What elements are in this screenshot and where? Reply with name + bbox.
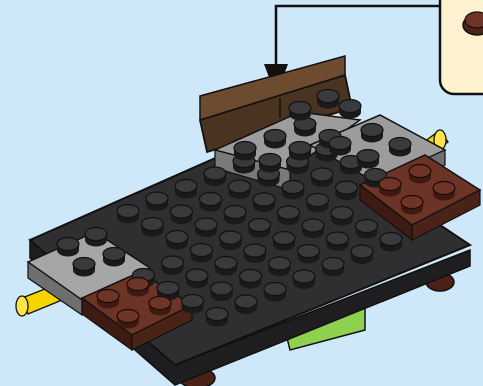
base-stud	[186, 269, 208, 288]
left-brown-stud	[97, 290, 119, 309]
base-stud	[273, 232, 295, 251]
base-stud	[356, 220, 378, 239]
left-gray-stud	[85, 228, 107, 247]
base-stud	[142, 218, 164, 237]
right-brown-stud	[401, 196, 423, 215]
base-stud	[191, 244, 213, 263]
upper-stud	[317, 90, 339, 109]
base-stud	[182, 295, 204, 314]
base-stud	[204, 167, 226, 186]
upper-stud	[289, 102, 311, 121]
base-stud	[249, 219, 271, 238]
right-gray-stud	[389, 138, 411, 157]
back-plate-stud	[264, 130, 286, 149]
back-plate-stud	[259, 154, 281, 173]
base-stud	[117, 205, 139, 224]
base-stud	[175, 180, 197, 199]
left-gray-stud	[57, 238, 79, 257]
base-stud	[215, 257, 237, 276]
base-stud	[298, 245, 320, 264]
base-stud	[146, 192, 168, 211]
base-stud	[322, 258, 344, 277]
base-stud	[244, 244, 266, 263]
base-stud	[307, 194, 329, 213]
back-plate-stud	[294, 118, 316, 137]
base-stud	[195, 218, 217, 237]
base-stud	[253, 193, 275, 212]
base-stud	[264, 283, 286, 302]
base-stud	[380, 233, 402, 252]
base-stud	[269, 257, 291, 276]
back-plate-stud	[234, 142, 256, 161]
base-stud	[327, 232, 349, 251]
right-brown-stud	[409, 165, 431, 184]
callout-box	[440, 0, 483, 94]
base-stud	[311, 168, 333, 187]
right-gray-stud	[329, 137, 351, 156]
base-stud	[331, 207, 353, 226]
right-brown-stud	[379, 178, 401, 197]
base-stud	[224, 206, 246, 225]
back-plate-stud	[289, 142, 311, 161]
base-stud	[200, 193, 222, 212]
right-gray-stud	[357, 150, 379, 169]
base-stud	[235, 295, 257, 314]
base-stud	[351, 245, 373, 264]
base-stud	[229, 180, 251, 199]
upper-stud	[339, 100, 361, 119]
base-stud	[278, 206, 300, 225]
left-gray-stud	[103, 248, 125, 267]
base-stud	[211, 282, 233, 301]
base-stud	[293, 270, 315, 289]
base-stud	[336, 181, 358, 200]
base-stud	[302, 219, 324, 238]
left-brown-stud	[127, 278, 149, 297]
base-stud	[162, 256, 184, 275]
base-stud	[166, 231, 188, 250]
left-brown-stud	[117, 310, 139, 329]
left-gray-stud	[73, 258, 95, 277]
right-gray-stud	[361, 124, 383, 143]
base-stud	[206, 308, 228, 327]
left-brown-stud	[149, 297, 171, 316]
base-stud	[240, 270, 262, 289]
base-stud	[282, 181, 304, 200]
right-brown-stud	[433, 182, 455, 201]
base-stud	[220, 231, 242, 250]
base-stud	[171, 205, 193, 224]
